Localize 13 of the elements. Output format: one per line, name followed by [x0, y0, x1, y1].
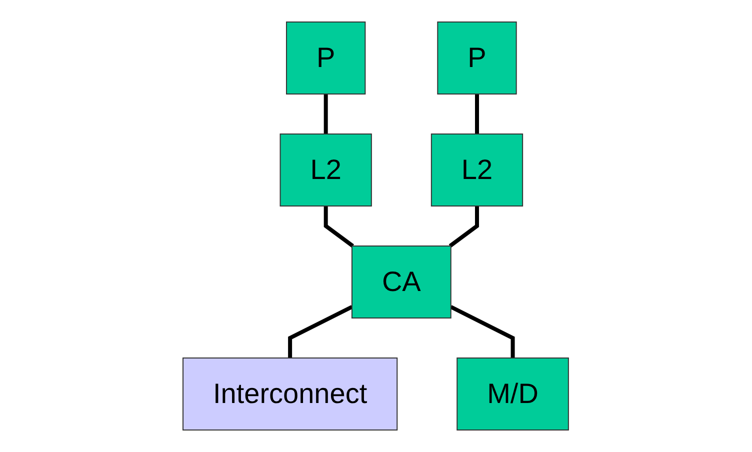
node-box: L2 — [431, 134, 524, 206]
node-box: P — [286, 22, 366, 94]
node-box: L2 — [280, 134, 372, 206]
connector — [449, 206, 480, 248]
node-box: M/D — [456, 358, 570, 430]
node-box: P — [437, 22, 518, 94]
node-box: CA — [352, 246, 452, 318]
connector — [475, 94, 480, 134]
node-box: Interconnect — [182, 358, 398, 430]
connector — [450, 305, 516, 358]
connector — [324, 206, 354, 248]
connector — [288, 305, 354, 358]
connector — [324, 94, 328, 134]
